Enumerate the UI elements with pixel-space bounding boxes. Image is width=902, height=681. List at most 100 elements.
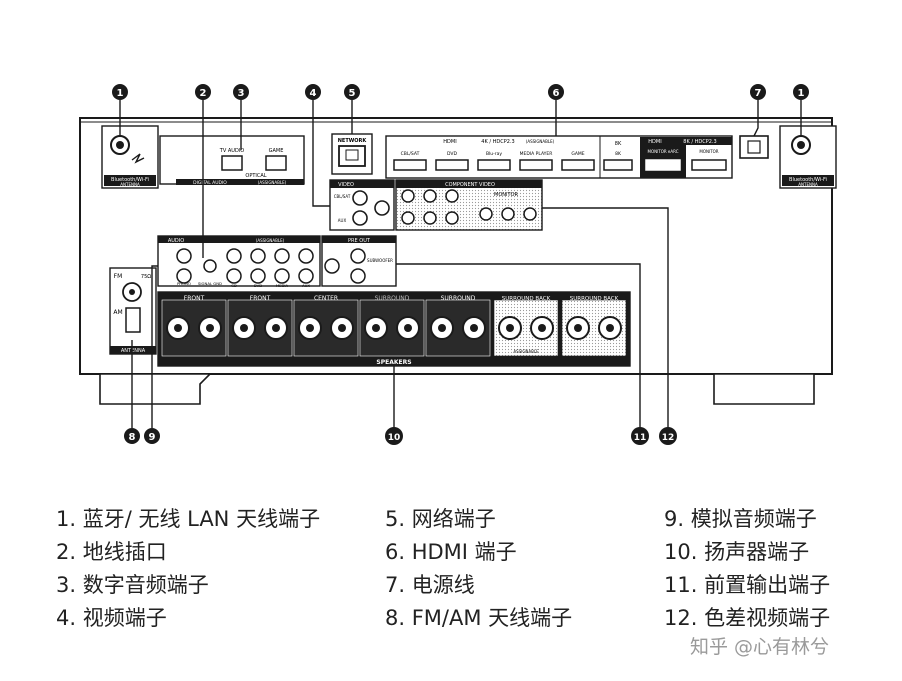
component-in-2-y[interactable] — [401, 211, 415, 225]
legend-item-3: 3. 数字音频端子 — [56, 573, 209, 597]
bt-antenna-left-label: Bluetooth/Wi-Fi — [111, 177, 149, 183]
hdmi-label: HDMI — [443, 139, 456, 145]
hdmi-out-monitor-earc[interactable] — [645, 159, 681, 171]
hdmi-assignable-label: (ASSIGNABLE) — [526, 139, 555, 144]
monitor-2-label: MONITOR — [699, 149, 718, 154]
subwoofer-out-1[interactable] — [350, 248, 366, 264]
component-out-pb[interactable] — [501, 207, 515, 221]
audio-in-2-r[interactable] — [250, 268, 266, 284]
legend-item-2: 2. 地线插口 — [56, 540, 167, 564]
aux-label: AUX — [338, 218, 347, 223]
am-antenna-terminal[interactable] — [125, 307, 141, 333]
phono-label: PHONO — [177, 281, 191, 286]
callout-4: 4 — [305, 84, 321, 100]
hdmi-in-3[interactable] — [477, 159, 511, 171]
component-in-1-pr[interactable] — [445, 189, 459, 203]
speaker-channels: FRONT FRONT CENTER SURROUND — [161, 295, 627, 357]
hdmi-out-monitor-2[interactable] — [691, 159, 727, 171]
audio-in-4-r[interactable] — [298, 268, 314, 284]
svg-text:6: 6 — [553, 88, 560, 99]
network-label: NETWORK — [338, 138, 368, 144]
video-label: VIDEO — [338, 182, 354, 188]
signal-gnd-terminal[interactable] — [203, 259, 217, 273]
component-in-2-pb[interactable] — [423, 211, 437, 225]
svg-text:9: 9 — [149, 432, 156, 443]
callout-3: 3 — [233, 84, 249, 100]
network-port[interactable] — [338, 145, 366, 167]
hdmi-in-8k[interactable] — [603, 159, 633, 171]
component-out-y[interactable] — [479, 207, 493, 221]
svg-text:8: 8 — [129, 432, 136, 443]
bt-antenna-right-sub: ANTENNA — [798, 182, 818, 187]
audio-phono-l[interactable] — [176, 248, 192, 264]
right-foot — [713, 373, 815, 405]
digital-audio-label: DIGITAL AUDIO — [193, 180, 227, 186]
speaker-label-surround-back-l: SURROUND BACK — [502, 296, 551, 302]
subwoofer-label: SUBWOOFER — [367, 258, 393, 263]
component-in-1-y[interactable] — [401, 189, 415, 203]
hdmi-in-2[interactable] — [435, 159, 469, 171]
audio-in-3-l[interactable] — [274, 248, 290, 264]
hdmi-in-5[interactable] — [561, 159, 595, 171]
hdmi-inputs: CBL/SAT DVD Blu-ray MEDIA PLAYER GAME — [393, 151, 595, 171]
am-label: AM — [113, 309, 122, 316]
bluetooth-icon — [131, 153, 145, 164]
svg-text:1: 1 — [798, 88, 805, 99]
video-in-cbl-sat[interactable] — [352, 190, 368, 206]
optical-tv-audio-port[interactable] — [221, 155, 243, 171]
speaker-label-surround-back-r: SURROUND BACK — [570, 296, 619, 302]
hdmi-in-1[interactable] — [393, 159, 427, 171]
component-monitor-label: MONITOR — [494, 192, 518, 198]
hdmi-8k-input-label: 8K — [615, 151, 622, 157]
svg-text:11: 11 — [634, 433, 647, 443]
audio-in-2-l[interactable] — [250, 248, 266, 264]
audio-in-1-r[interactable] — [226, 268, 242, 284]
power-inlet[interactable] — [739, 135, 769, 159]
speaker-front-l: FRONT — [161, 295, 227, 357]
legend-item-4: 4. 视频端子 — [56, 606, 167, 630]
hdmi-8k-label: 8K — [615, 141, 622, 147]
speaker-center: CENTER — [293, 295, 359, 357]
subwoofer-out-2[interactable] — [350, 268, 366, 284]
legend-item-6: 6. HDMI 端子 — [385, 540, 517, 564]
component-video-label: COMPONENT VIDEO — [445, 182, 495, 188]
assignable-label: ASSIGNABLE — [513, 349, 539, 354]
hdmi-input-label-1: CBL/SAT — [401, 151, 420, 157]
component-in-2-pr[interactable] — [445, 211, 459, 225]
leader-lines — [119, 100, 802, 428]
svg-text:7: 7 — [755, 88, 762, 99]
svg-text:1: 1 — [117, 88, 124, 99]
speaker-label-front-r: FRONT — [250, 295, 271, 302]
legend-item-1: 1. 蓝牙/ 无线 LAN 天线端子 — [56, 507, 321, 531]
callout-1-top-right: 1 — [793, 84, 809, 100]
audio-in-3-r[interactable] — [274, 268, 290, 284]
svg-text:2: 2 — [200, 88, 207, 99]
speaker-surround-back-l: SURROUND BACK ASSIGNABLE — [493, 296, 559, 357]
audio-in-4-l[interactable] — [298, 248, 314, 264]
audio-label: AUDIO — [168, 238, 184, 244]
audio-phono-r[interactable] — [176, 268, 192, 284]
callout-6: 6 — [548, 84, 564, 100]
speaker-front-r: FRONT — [227, 295, 293, 357]
callout-8: 8 — [124, 428, 140, 444]
audio-inputs: CD DVD MEDIA AUX — [226, 248, 314, 288]
legend-item-5: 5. 网络端子 — [385, 507, 496, 531]
component-out-pr[interactable] — [523, 207, 537, 221]
video-in-aux[interactable] — [352, 210, 368, 226]
hdmi-input-label-4: MEDIA PLAYER — [520, 151, 553, 157]
hdmi-in-4[interactable] — [519, 159, 553, 171]
svg-text:3: 3 — [238, 88, 245, 99]
legend-item-12: 12. 色差视频端子 — [664, 606, 831, 630]
optical-game-port[interactable] — [265, 155, 287, 171]
hdmi-input-label-5: GAME — [571, 151, 584, 157]
speaker-label-surround-r: SURROUND — [441, 295, 476, 302]
video-out-monitor[interactable] — [374, 200, 390, 216]
game-label: GAME — [269, 148, 284, 154]
optical-label: OPTICAL — [245, 173, 266, 179]
watermark: 知乎 @心有林兮 — [690, 636, 830, 658]
audio-in-1-l[interactable] — [226, 248, 242, 264]
pre-out-jack[interactable] — [324, 258, 340, 274]
svg-text:10: 10 — [388, 433, 401, 443]
svg-text:12: 12 — [662, 433, 675, 443]
component-in-1-pb[interactable] — [423, 189, 437, 203]
